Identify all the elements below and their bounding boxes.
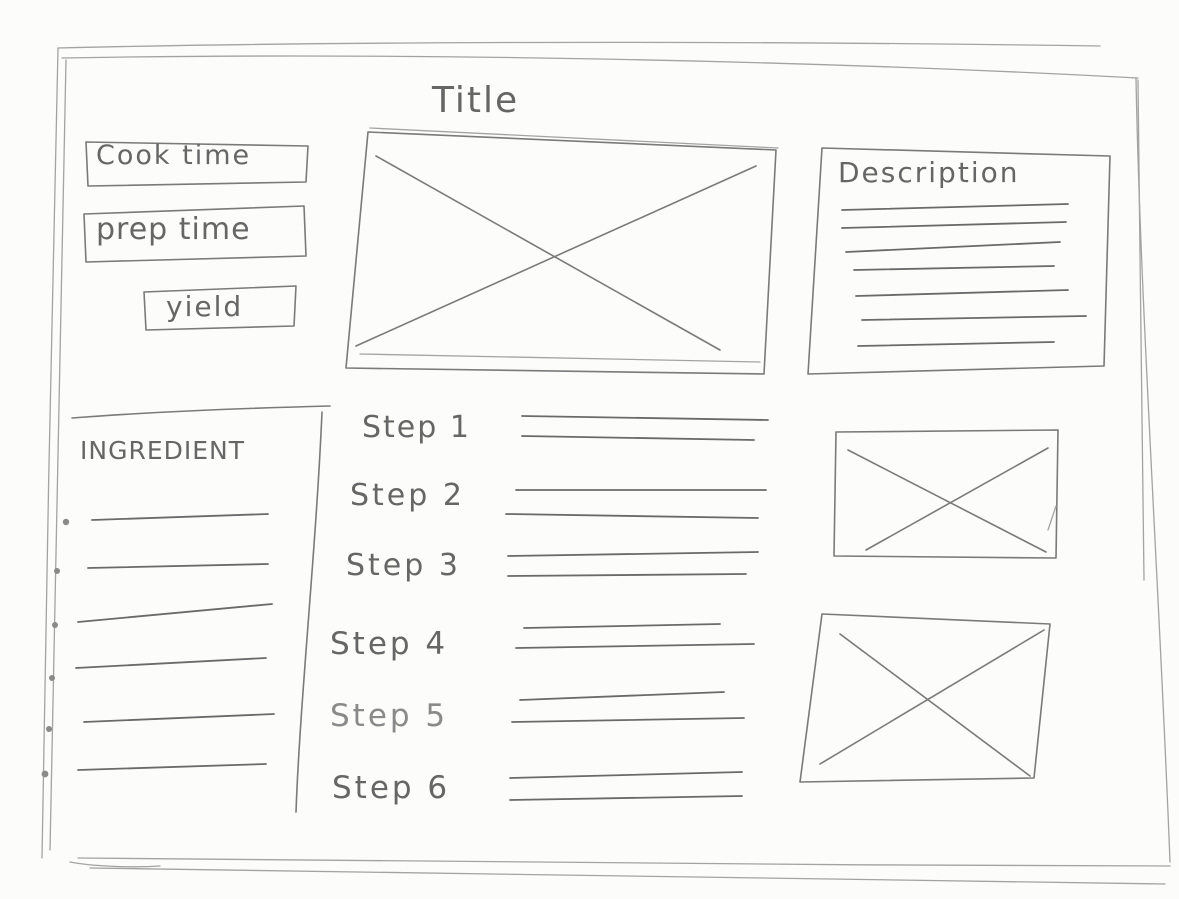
step-5-line: [519, 691, 725, 701]
ingredient-list: [41, 513, 275, 778]
prep-time-box: [83, 205, 307, 263]
ingredient-heading: INGREDIENT: [80, 436, 246, 465]
ingredient-line: [77, 763, 267, 771]
side-image-placeholder-2: [799, 613, 1051, 783]
description-box: [807, 147, 1111, 375]
prep-time-label: prep time: [96, 212, 251, 247]
step-2-label: Step 2: [350, 478, 465, 513]
yield-label: yield: [166, 290, 244, 323]
step-6-label: Step 6: [332, 770, 451, 806]
ingredient-bullet: [49, 675, 55, 681]
ingredient-line: [75, 657, 267, 669]
step-6-line: [509, 771, 743, 779]
step-2-line: [505, 513, 759, 519]
hero-image-placeholder: [345, 127, 779, 375]
step-3-label: Step 3: [346, 548, 461, 583]
step-1-line: [521, 435, 755, 441]
step-5-line: [511, 717, 745, 723]
description-heading: Description: [838, 156, 1020, 189]
description-lines: [841, 203, 1087, 347]
ingredient-bullet: [41, 770, 49, 778]
ingredient-line: [77, 603, 273, 623]
page-title: Title: [432, 80, 520, 121]
cook-time-box: [85, 141, 309, 187]
step-3-line: [507, 551, 759, 557]
step-5-label: Step 5: [330, 698, 449, 734]
step-4-label: Step 4: [330, 626, 449, 662]
step-lines: [505, 415, 769, 801]
ingredient-line: [87, 563, 269, 569]
ingredient-line: [91, 513, 269, 521]
yield-box: [143, 285, 297, 331]
step-1-label: Step 1: [362, 410, 471, 445]
step-1-line: [521, 415, 769, 421]
ingredient-bullet: [52, 622, 58, 628]
cook-time-label: Cook time: [96, 140, 252, 171]
ingredient-column: [71, 405, 331, 813]
ingredient-line: [83, 713, 275, 723]
step-4-line: [515, 643, 755, 649]
step-3-line: [507, 573, 747, 577]
ingredient-bullet: [54, 568, 60, 574]
ingredient-bullet: [62, 518, 70, 526]
step-4-line: [523, 623, 721, 629]
ingredient-bullet: [46, 726, 52, 732]
step-6-line: [509, 795, 743, 801]
page-border: [41, 41, 1171, 885]
side-image-placeholder-1: [833, 429, 1059, 559]
